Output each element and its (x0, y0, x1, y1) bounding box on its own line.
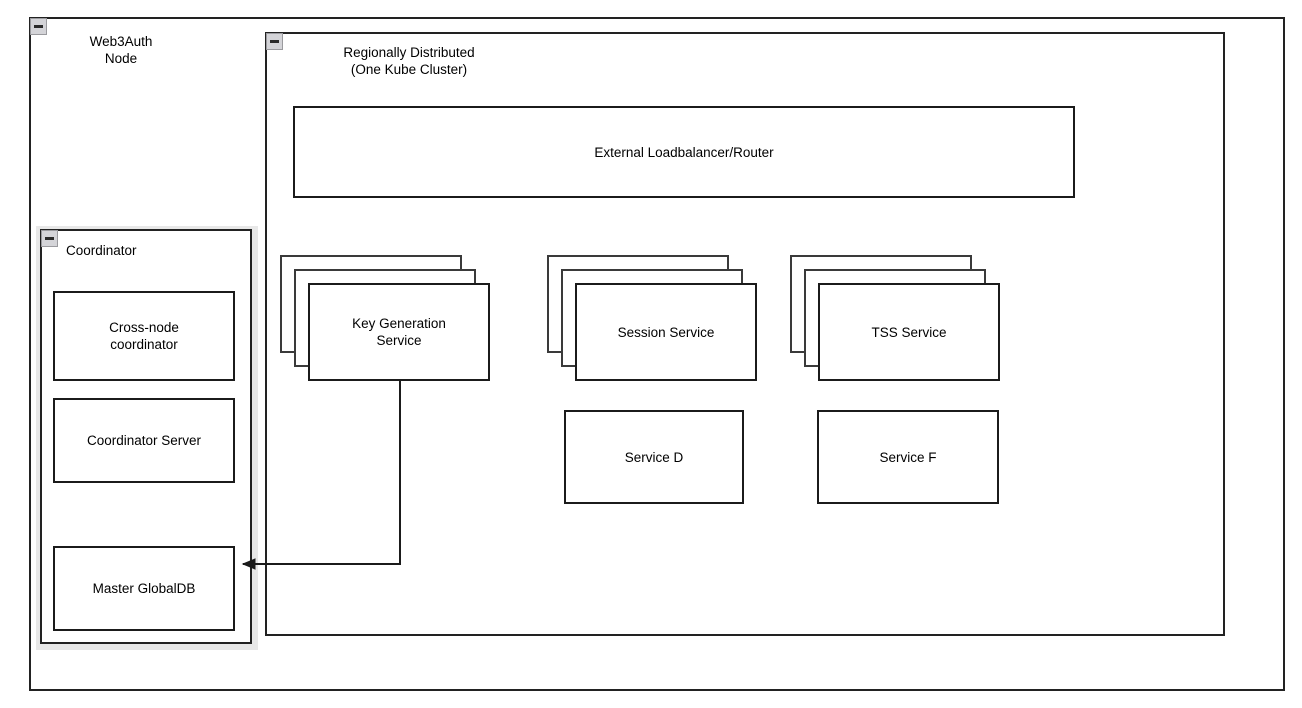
node-label-external-loadbalancer-router: External Loadbalancer/Router (594, 144, 774, 160)
group-title-kube-cluster: Regionally Distributed (One Kube Cluster… (343, 45, 475, 77)
group-title-web3auth-node: Web3Auth Node (89, 34, 153, 66)
node-master-globaldb[interactable]: Master GlobalDB (53, 546, 235, 631)
node-label-session-service: Session Service (617, 324, 715, 340)
collapse-minus-icon-web3auth-node[interactable] (30, 18, 47, 35)
node-service-d[interactable]: Service D (564, 410, 744, 504)
group-title-coordinator: Coordinator (66, 243, 137, 258)
node-session-service[interactable]: Session Service (547, 255, 757, 381)
node-label-tss-service: TSS Service (871, 324, 947, 340)
collapse-minus-icon-coordinator[interactable] (41, 230, 58, 247)
node-cross-node-coordinator[interactable]: Cross-node coordinator (53, 291, 235, 381)
node-label-service-d: Service D (624, 449, 684, 465)
stack-card-front[interactable]: Key Generation Service (308, 283, 490, 381)
node-label-cross-node-coordinator: Cross-node coordinator (109, 320, 179, 352)
node-label-key-generation-service: Key Generation Service (352, 316, 446, 348)
node-coordinator-server[interactable]: Coordinator Server (53, 398, 235, 483)
node-service-f[interactable]: Service F (817, 410, 999, 504)
node-key-generation-service[interactable]: Key Generation Service (280, 255, 490, 381)
stack-card-front[interactable]: Session Service (575, 283, 757, 381)
node-label-service-f: Service F (879, 449, 937, 465)
node-tss-service[interactable]: TSS Service (790, 255, 1000, 381)
node-label-coordinator-server: Coordinator Server (86, 433, 202, 448)
collapse-minus-icon-kube-cluster[interactable] (266, 33, 283, 50)
node-external-loadbalancer-router[interactable]: External Loadbalancer/Router (293, 106, 1075, 198)
stack-card-front[interactable]: TSS Service (818, 283, 1000, 381)
node-label-master-globaldb: Master GlobalDB (92, 581, 196, 596)
